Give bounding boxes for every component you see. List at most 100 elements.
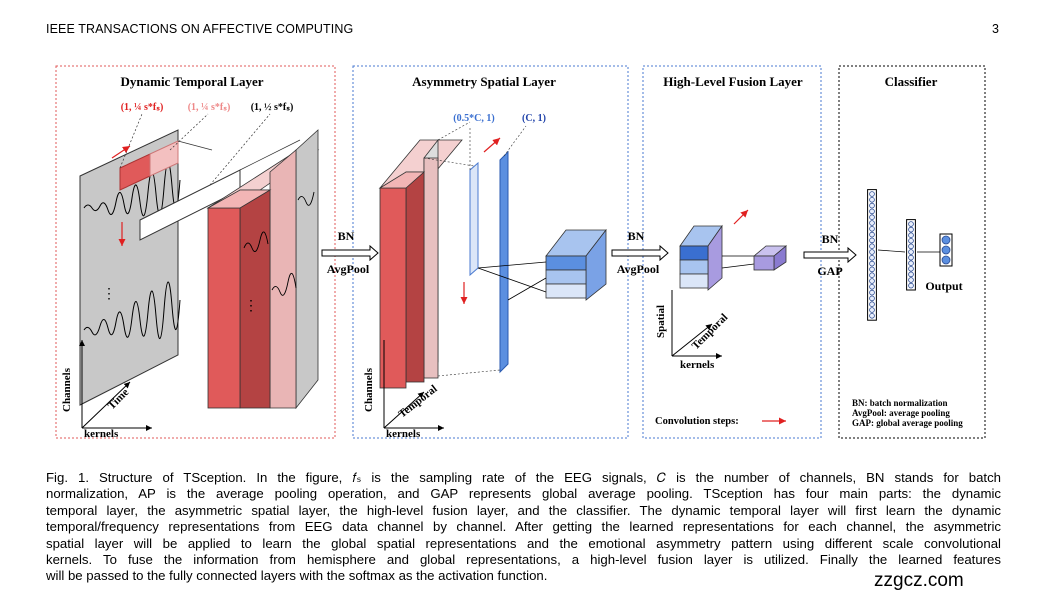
axis-spatial-fusion: Spatial (655, 305, 667, 338)
running-header: IEEE TRANSACTIONS ON AFFECTIVE COMPUTING (46, 22, 354, 36)
fc-layer-2-neuron (908, 243, 914, 250)
fc-layer-2-neuron (908, 260, 914, 267)
fc-layer-1-frame (867, 189, 877, 321)
gap-arrow (803, 246, 857, 264)
temporal-output-face-3 (269, 149, 297, 409)
fusion-panel-title: High-Level Fusion Layer (663, 74, 803, 89)
avgpool-label-2: AvgPool (617, 262, 660, 276)
axis-kernels-spatial: kernels (386, 428, 421, 440)
axis-temporal-fusion: Temporal (690, 312, 731, 353)
tsception-figure: Dynamic Temporal Layer Asymmetry Spatial… (55, 65, 986, 440)
bn-label-2: BN (628, 229, 645, 243)
fc-layer-1-neuron (869, 226, 875, 232)
spatial-panel-title: Asymmetry Spatial Layer (412, 74, 556, 89)
fusion-output-front (753, 255, 775, 271)
fc-layer-1-neuron (869, 289, 875, 296)
conv-arrow-horizontal (111, 145, 131, 159)
legend-avgpool: AvgPool: average pooling (852, 408, 950, 418)
legend-gap: GAP: global average pooling (852, 418, 963, 428)
output-layer-neuron (941, 255, 951, 265)
output-label: Output (925, 279, 962, 293)
spatial-conv-arrow-up (483, 137, 501, 153)
output-layer-neuron (941, 235, 951, 245)
fc-layer-1-neuron (869, 283, 875, 290)
fc-layer-2-neuron (908, 238, 914, 244)
fc-layer-1-neuron (869, 214, 875, 221)
kernel-label-2: (1, ¼ s*fₛ) (188, 102, 231, 113)
fc-layer-2-neuron (908, 226, 914, 233)
bn-arrow-2 (611, 244, 669, 262)
fusion-block-1 (679, 245, 709, 261)
figure-caption: Fig. 1. Structure of TSception. In the f… (46, 470, 1001, 585)
fc-layer-1-neuron (869, 243, 875, 250)
output-layer-neuron (941, 245, 951, 255)
legend-bn: BN: batch normalization (852, 398, 948, 408)
caption-line: spatial layer will be applied to learn t… (46, 535, 1001, 551)
avgpool-label-1: AvgPool (327, 262, 370, 276)
fc-layer-1-neuron (869, 295, 875, 302)
spatial-output-block-1 (545, 255, 587, 271)
eeg-signal-2 (83, 281, 181, 340)
fc-layer-2-neuron (908, 221, 914, 227)
fc-layer-1-neuron (869, 260, 875, 267)
temporal-output-face-1 (207, 207, 241, 409)
fc-layer-2-frame (906, 219, 916, 291)
fc-layer-1-neuron (869, 231, 875, 238)
kernel-label-3: (1, ½ s*fₛ) (251, 102, 294, 113)
gap-label: GAP (817, 264, 842, 278)
page-number: 3 (992, 22, 1000, 36)
fc-layer-1-neuron (869, 312, 875, 319)
classifier-panel-title: Classifier (885, 74, 938, 89)
fc-layers (867, 189, 953, 321)
spatial-output-block-3 (545, 283, 587, 299)
fusion-conv-arrow (733, 209, 749, 225)
eeg-signal-1 (83, 162, 181, 217)
fc-layer-2-neuron (908, 271, 914, 278)
caption-line: temporal layer, the asymmetric spatial l… (46, 502, 1001, 518)
kernel-label-1: (1, ¼ s*fₛ) (121, 102, 164, 113)
ellipsis-dots: ⋮ (102, 285, 116, 301)
fc-layer-1-neuron (869, 237, 875, 244)
fc-layer-1-neuron (869, 301, 875, 308)
temporal-output-face-2 (239, 189, 271, 409)
ellipsis-dots-2: ⋮ (244, 297, 258, 313)
caption-line: Fig. 1. Structure of TSception. In the f… (46, 470, 1001, 485)
fusion-block-3 (679, 273, 709, 289)
axis-channels-temporal: Channels (61, 367, 73, 412)
temporal-output-right (295, 129, 319, 410)
fc-layer-2-neuron (908, 232, 914, 239)
bn-label-3: BN (822, 232, 839, 246)
spatial-kernel-light (469, 161, 479, 277)
fc-layer-1-neuron (869, 266, 875, 273)
fc-layer-1-neuron (869, 208, 875, 215)
watermark: zzgcz.com (870, 570, 968, 592)
fc-layer-1-neuron (869, 197, 875, 203)
fc-layer-2-neuron (908, 282, 914, 289)
fc-layer-1-neuron (869, 278, 875, 284)
fc-layer-1-neuron (869, 307, 875, 313)
fc-layer-1-neuron (869, 220, 875, 226)
caption-line: temporal/frequency representations from … (46, 519, 1001, 535)
temporal-panel-title: Dynamic Temporal Layer (121, 74, 264, 89)
kernel-pink (149, 140, 179, 177)
fusion-panel-frame (642, 65, 822, 439)
fusion-block-2 (679, 259, 709, 275)
spatial-output-block-2 (545, 269, 587, 285)
fc-layer-1-neuron (869, 272, 875, 279)
caption-line: normalization, AP is the average pooling… (46, 486, 1001, 502)
fc-layer-1-neuron (869, 254, 875, 261)
spatial-input-face-2 (405, 171, 425, 383)
fc-layer-2-neuron (908, 254, 914, 261)
spatial-input-face-3 (423, 157, 439, 379)
fc-layer-2-neuron (908, 249, 914, 255)
axis-kernels-temporal: kernels (84, 428, 119, 440)
conv-steps-label: Convolution steps: (655, 416, 739, 427)
spatial-kernel-label-1: (0.5*C, 1) (453, 113, 494, 124)
axis-kernels-fusion: kernels (680, 359, 715, 371)
fc-layer-1-neuron (869, 191, 875, 197)
bn-arrow-1 (321, 244, 379, 262)
caption-line: will be passed to the fully connected la… (46, 568, 548, 584)
caption-line: kernels. To fuse the information from he… (46, 552, 1001, 568)
fc-connector (877, 249, 906, 253)
eeg-input-sheet (79, 129, 179, 406)
